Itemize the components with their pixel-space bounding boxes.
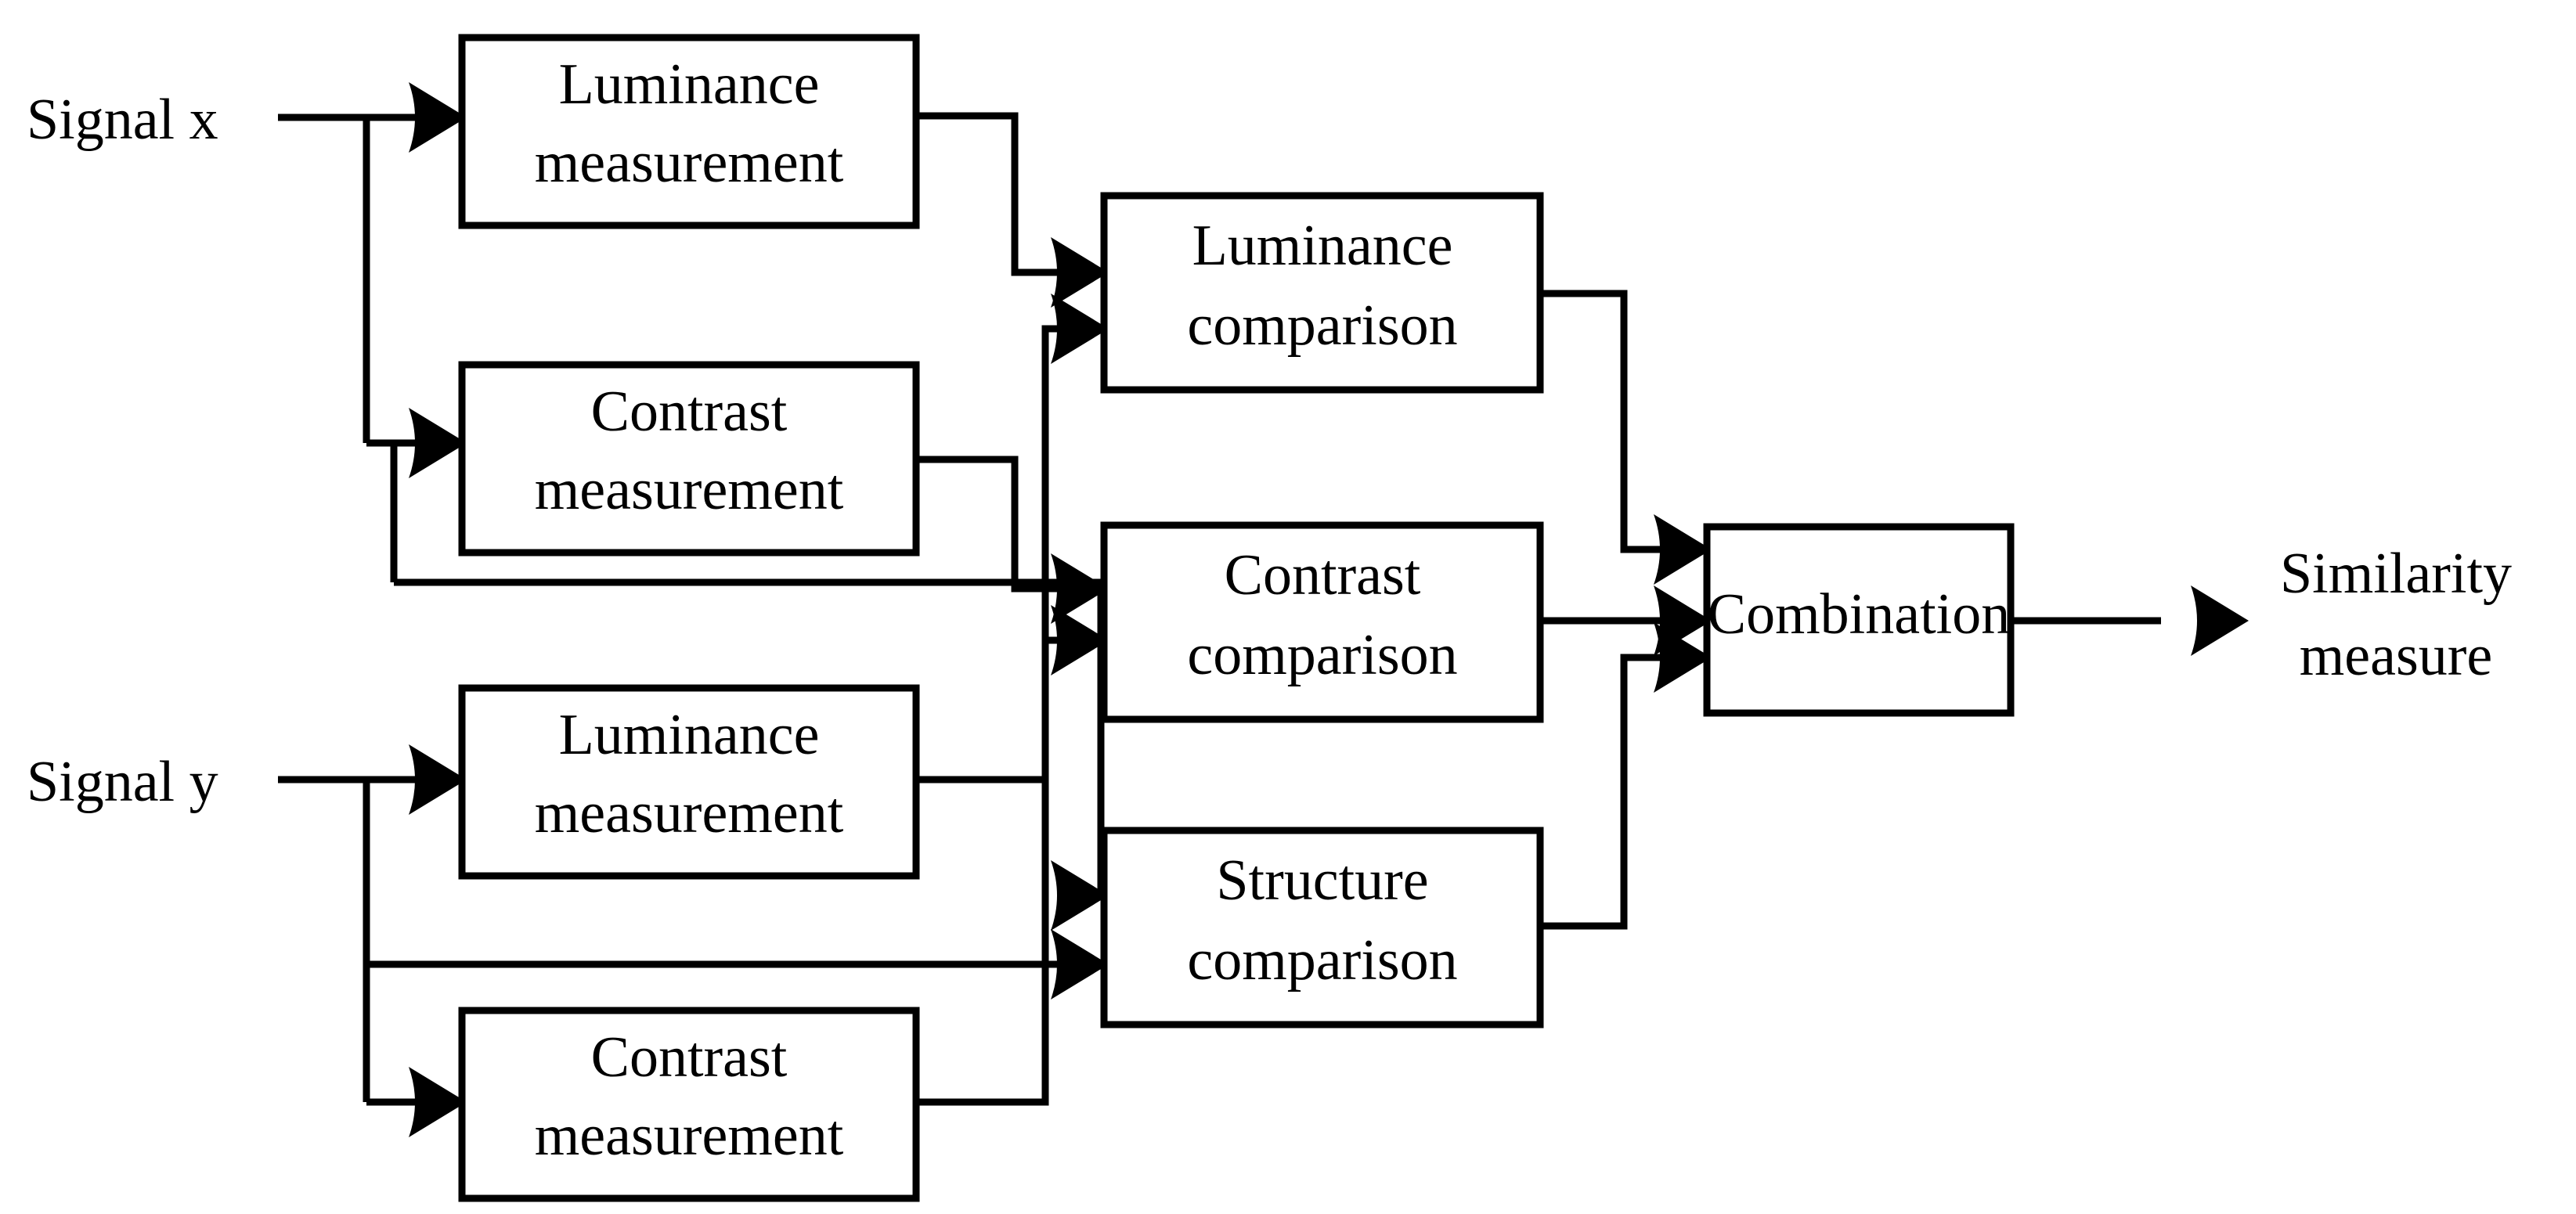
wire-contr-y-to-contr-comp — [916, 636, 1101, 1106]
arrow-into-combination-top — [1654, 514, 1712, 585]
arrow-into-lum-comp-bottom — [1051, 294, 1109, 364]
block-lum-comp[interactable]: Luminance comparison — [1100, 192, 1544, 394]
input-label-signal-y: Signal y — [27, 750, 218, 814]
block-contr-meas-x-line1: Contrast — [591, 380, 788, 444]
block-struct-comp[interactable]: Structure comparison — [1100, 827, 1544, 1028]
block-lum-meas-x[interactable]: Luminance measurement — [458, 34, 920, 229]
block-contr-meas-y-line2: measurement — [535, 1104, 844, 1168]
block-struct-comp-line1: Structure — [1216, 848, 1428, 913]
wire-struct-comp-to-combination — [1540, 654, 1704, 930]
arrow-into-lum-comp-top — [1051, 237, 1109, 308]
wire-lum-y-to-lum-comp — [916, 325, 1101, 784]
input-label-signal-x: Signal x — [27, 88, 218, 152]
block-contr-comp-line2: comparison — [1187, 623, 1457, 687]
arrow-into-contr-meas-y — [409, 1067, 467, 1137]
block-lum-meas-y-line1: Luminance — [559, 703, 820, 767]
block-combination[interactable]: Combination — [1703, 523, 2015, 717]
block-contr-meas-y-line1: Contrast — [591, 1025, 788, 1090]
block-struct-comp-line2: comparison — [1187, 928, 1457, 992]
block-contr-meas-y[interactable]: Contrast measurement — [458, 1007, 920, 1202]
block-contr-meas-x-line2: measurement — [535, 458, 844, 522]
block-lum-meas-x-line1: Luminance — [559, 52, 820, 117]
block-contr-meas-x[interactable]: Contrast measurement — [458, 361, 920, 557]
block-lum-meas-y[interactable]: Luminance measurement — [458, 684, 920, 880]
arrow-into-struct-comp-bottom — [1051, 929, 1109, 1000]
wire-lum-x-to-lum-comp — [916, 112, 1101, 276]
arrow-into-contr-meas-x — [409, 408, 467, 478]
arrow-into-lum-meas-y — [409, 744, 467, 815]
output-label-similarity-line1: Similarity — [2280, 542, 2512, 606]
block-combination-line1: Combination — [1708, 582, 2010, 647]
output-label-similarity-line2: measure — [2300, 624, 2493, 688]
block-lum-comp-line2: comparison — [1187, 294, 1457, 358]
arrow-into-lum-meas-x — [409, 82, 467, 153]
block-lum-meas-x-line2: measurement — [535, 131, 844, 195]
block-lum-comp-line1: Luminance — [1192, 214, 1453, 278]
wire-lum-comp-to-combination — [1540, 290, 1704, 553]
block-lum-meas-y-line2: measurement — [535, 781, 844, 845]
block-contr-comp[interactable]: Contrast comparison — [1100, 521, 1544, 723]
arrow-into-similarity-measure — [2191, 585, 2249, 656]
block-contr-comp-line1: Contrast — [1225, 543, 1421, 607]
